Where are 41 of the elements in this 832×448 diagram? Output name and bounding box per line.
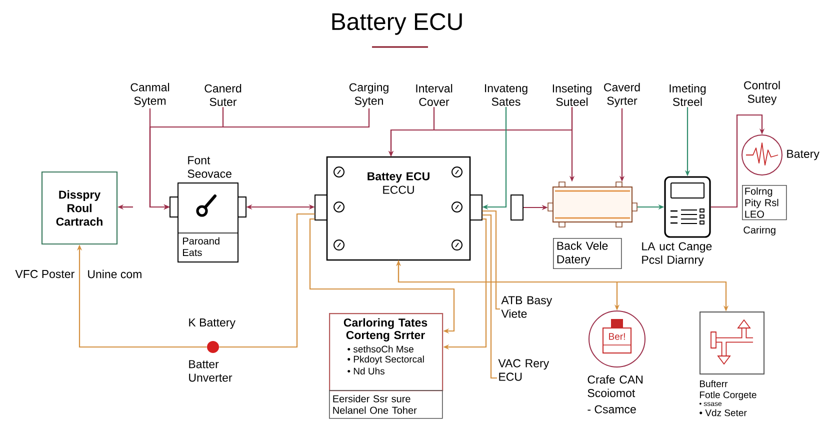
caption-text: Batter Unverter	[189, 360, 232, 382]
label-text: Unine com	[88, 270, 142, 278]
list-item: • sethsoCh Mse	[348, 346, 414, 352]
text-label: Canerd Suter	[204, 84, 242, 106]
caption-box: Back Vele Datery	[553, 238, 622, 270]
caption-text: Bufterr	[700, 380, 728, 388]
small-box	[510, 194, 524, 220]
label-text: VFC Poster	[15, 270, 74, 278]
connector-line	[219, 213, 315, 348]
text-label: ATB Basy Viete	[501, 296, 552, 318]
title: Battery ECU	[332, 13, 462, 35]
info-box: Folrng Pity Rsl LEO	[742, 185, 787, 220]
caption-text: - Csamce	[588, 405, 636, 414]
heading-text: Font Seovace	[188, 156, 232, 178]
note-box: Eersider Ssr sure Nelanel One Toher	[329, 390, 443, 419]
text-label: Caverd Syrter	[604, 82, 640, 108]
text-label: Interval Cover	[416, 84, 452, 106]
arrow	[309, 218, 455, 334]
list-item: • Pkdoyt Sectorcal	[348, 356, 424, 364]
text-label: VAC Rery ECU	[498, 359, 550, 381]
connector-box: Paroand Eats	[170, 182, 246, 262]
battery-pack	[548, 182, 638, 228]
display-box: Disspry Roul Cartrach	[41, 171, 118, 245]
text-label: Invateng Sates	[485, 84, 528, 106]
caption-text: K Battery	[189, 318, 236, 329]
caption-text: Fotle Corgete	[700, 391, 756, 400]
caption-text: Crafe CAN Scoiomot	[588, 375, 642, 398]
connector-line	[482, 210, 500, 310]
text-label: Imeting Streel	[670, 84, 706, 106]
text-label: Carging Syten	[349, 82, 388, 108]
caption-text: • Vdz Seter	[700, 409, 747, 416]
text-label: Inseting Suteel	[552, 84, 592, 106]
arrow	[710, 114, 765, 208]
caption-text: Carirng	[744, 226, 776, 236]
caption-text: LA uct Cange Pcsl Diarnry	[642, 242, 712, 266]
ecu-box: Battey ECU ECCU	[314, 156, 482, 261]
caption-text: Batery	[787, 150, 820, 160]
label-text: Control Sutey	[744, 80, 780, 106]
connector-line	[482, 214, 497, 379]
list-item: • Nd Uhs	[348, 368, 384, 374]
text-label: Canmal Sytem	[130, 82, 170, 108]
